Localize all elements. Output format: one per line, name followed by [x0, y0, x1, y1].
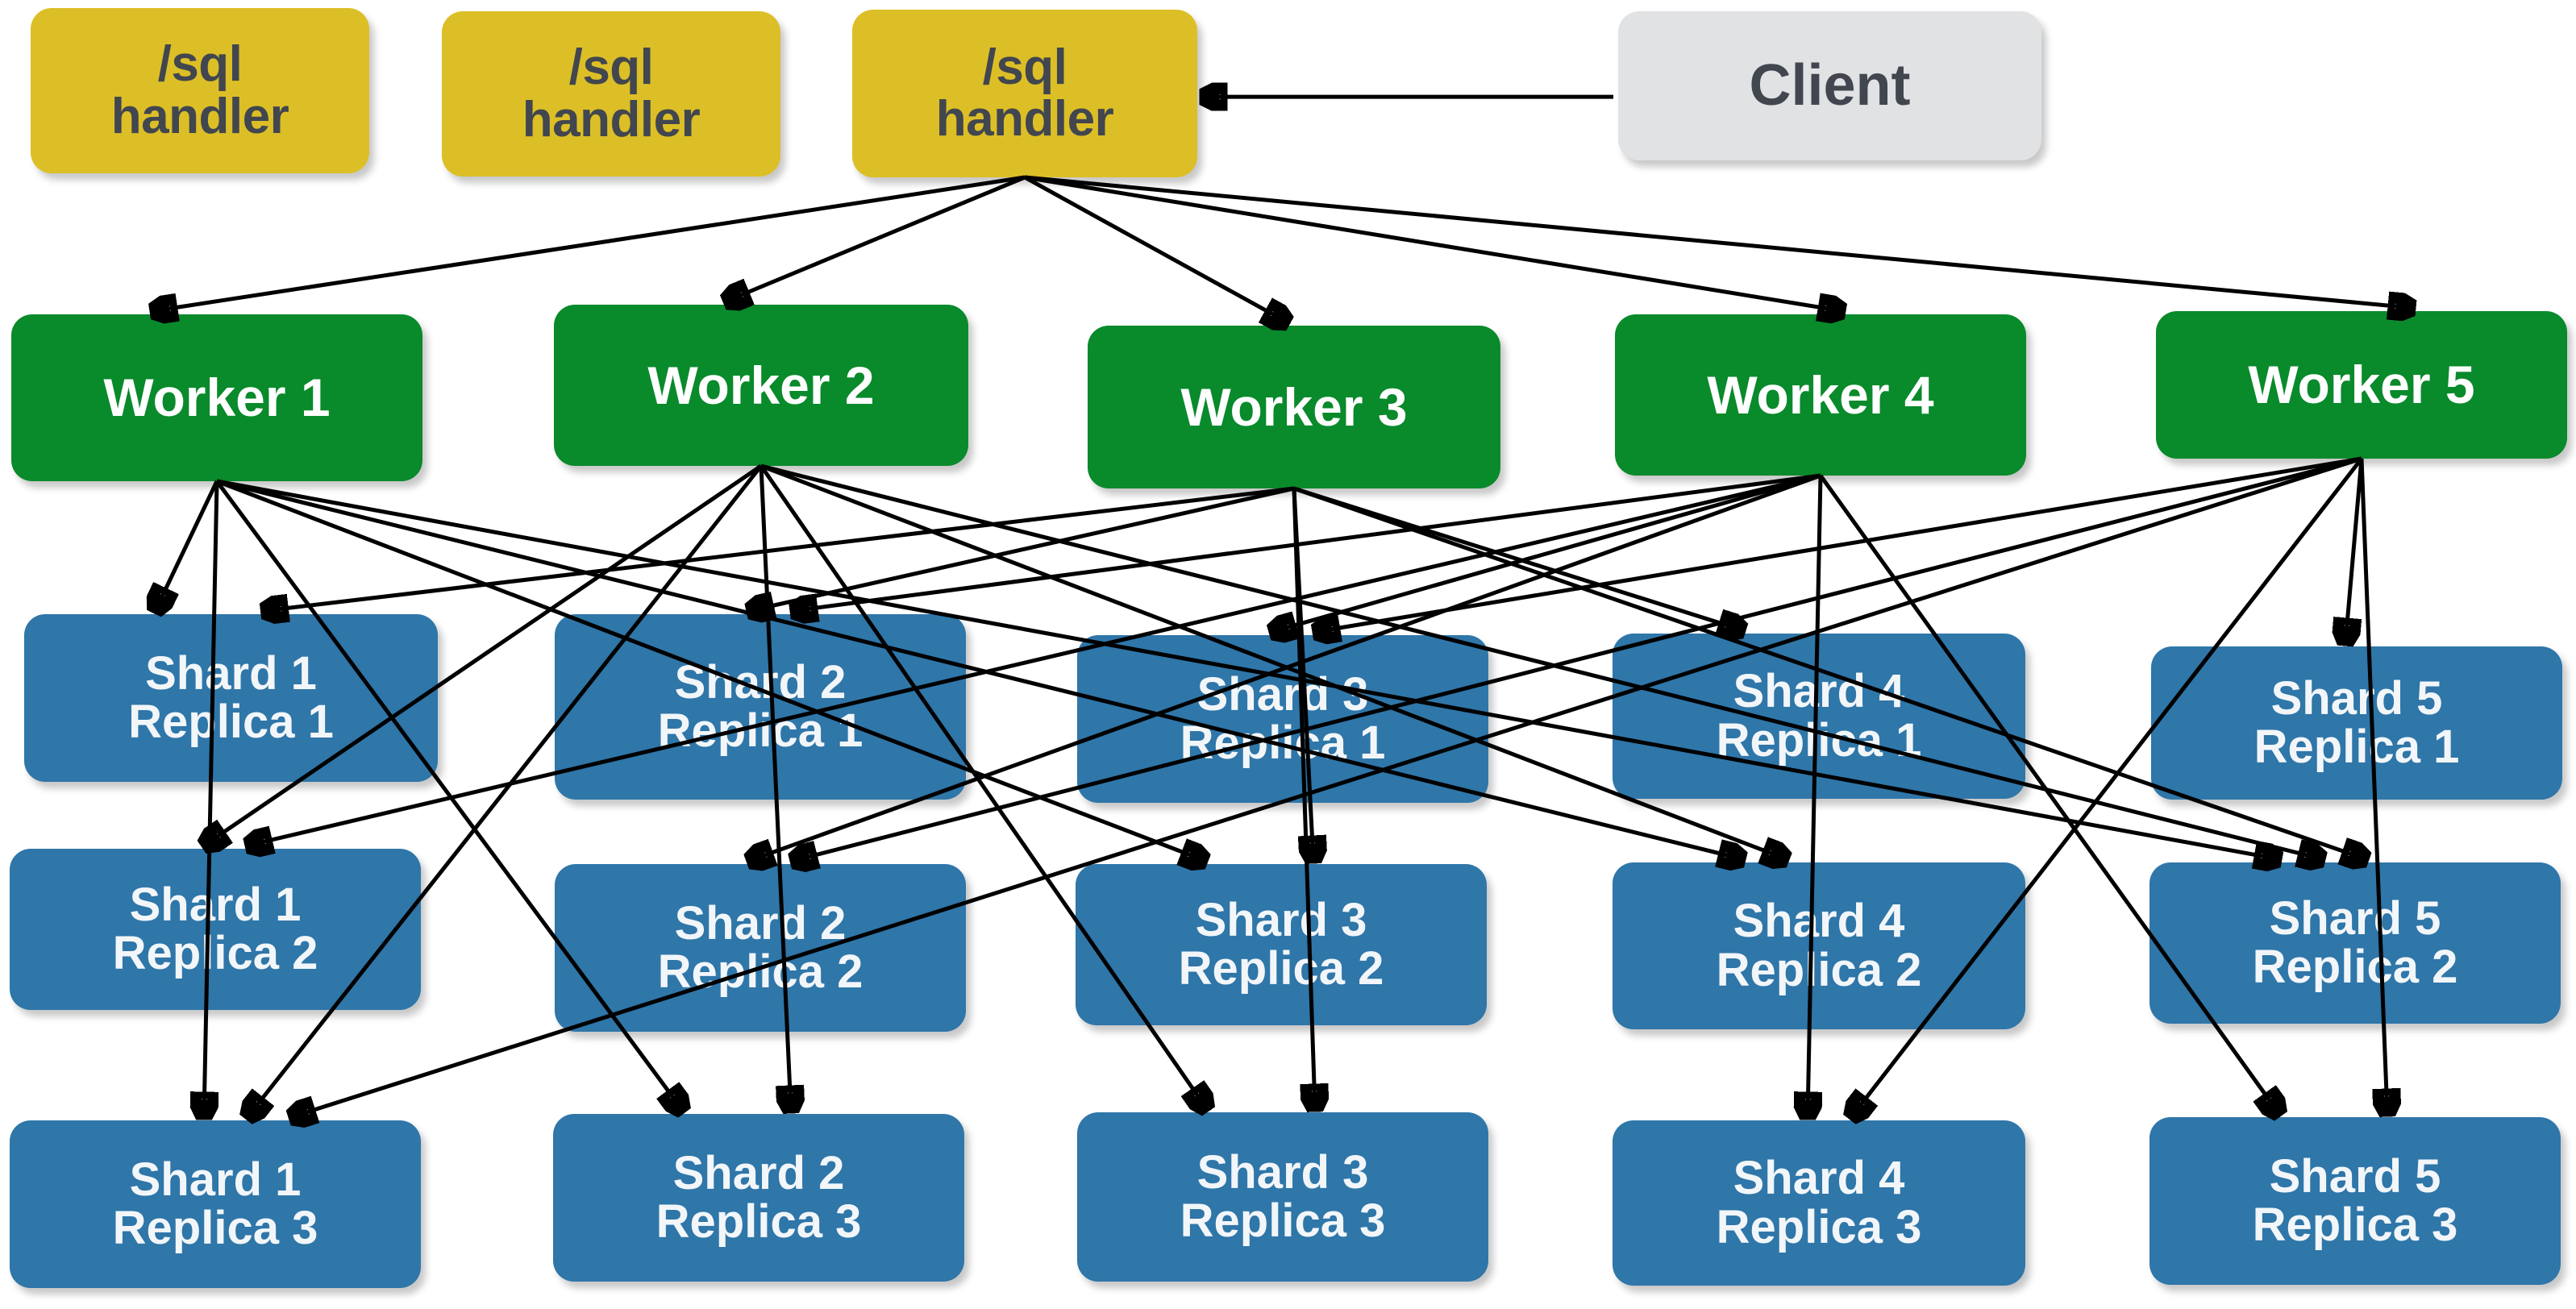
shard-node-4-replica-2[interactable]: Shard 4 Replica 2	[1613, 862, 2025, 1029]
shard-node-5-replica-1[interactable]: Shard 5 Replica 1	[2151, 646, 2562, 800]
shard-node-1-replica-1[interactable]: Shard 1 Replica 1	[24, 614, 438, 782]
client-node[interactable]: Client	[1618, 11, 2041, 160]
shard-node-2-replica-2[interactable]: Shard 2 Replica 2	[555, 864, 966, 1032]
edge-handler-3-to-worker-2	[726, 175, 1026, 301]
edge-worker-1-to-shard-1-replica-1	[156, 480, 219, 611]
shard-node-1-replica-2[interactable]: Shard 1 Replica 2	[10, 849, 421, 1010]
shard-node-4-replica-3[interactable]: Shard 4 Replica 3	[1613, 1120, 2025, 1286]
shard-node-2-replica-1[interactable]: Shard 2 Replica 1	[555, 614, 966, 800]
shard-node-3-replica-3[interactable]: Shard 3 Replica 3	[1077, 1112, 1488, 1282]
edge-worker-3-to-shard-2-replica-1	[749, 486, 1295, 611]
shard-node-5-replica-2[interactable]: Shard 5 Replica 2	[2149, 862, 2561, 1024]
edge-worker-5-to-shard-5-replica-1	[2345, 458, 2364, 643]
edge-handler-3-to-worker-5	[1024, 175, 2413, 308]
sql-handler-node-2[interactable]: /sql handler	[442, 11, 780, 177]
edge-worker-3-to-shard-1-replica-1	[264, 486, 1295, 611]
edge-handler-3-to-worker-4	[1024, 175, 1843, 311]
edge-handler-3-to-worker-3	[1023, 175, 1288, 322]
worker-node-1[interactable]: Worker 1	[11, 314, 422, 481]
shard-node-2-replica-3[interactable]: Shard 2 Replica 3	[553, 1114, 964, 1282]
worker-node-2[interactable]: Worker 2	[554, 305, 968, 466]
worker-node-5[interactable]: Worker 5	[2156, 311, 2567, 459]
worker-node-4[interactable]: Worker 4	[1615, 314, 2026, 476]
shard-node-4-replica-1[interactable]: Shard 4 Replica 1	[1613, 634, 2025, 799]
worker-node-3[interactable]: Worker 3	[1088, 326, 1500, 488]
shard-node-3-replica-1[interactable]: Shard 3 Replica 1	[1077, 635, 1488, 803]
sql-handler-node-3[interactable]: /sql handler	[852, 10, 1197, 177]
edge-handler-3-to-worker-1	[152, 175, 1026, 311]
edge-worker-4-to-shard-1-replica-2	[248, 473, 1821, 846]
edge-worker-3-to-shard-4-replica-1	[1293, 486, 1743, 630]
shard-node-5-replica-3[interactable]: Shard 5 Replica 3	[2149, 1117, 2561, 1285]
shard-node-1-replica-3[interactable]: Shard 1 Replica 3	[10, 1120, 421, 1288]
edge-worker-4-to-shard-3-replica-1	[1271, 473, 1821, 632]
shard-node-3-replica-2[interactable]: Shard 3 Replica 2	[1076, 864, 1487, 1025]
edge-worker-1-to-shard-4-replica-2	[216, 479, 1743, 859]
edge-worker-4-to-shard-2-replica-1	[793, 473, 1821, 611]
edge-worker-1-to-shard-1-replica-3	[204, 480, 219, 1117]
edge-worker-2-to-shard-5-replica-2	[760, 463, 2323, 859]
sql-handler-node-1[interactable]: /sql handler	[31, 8, 369, 173]
edge-worker-5-to-shard-2-replica-2	[793, 456, 2362, 861]
